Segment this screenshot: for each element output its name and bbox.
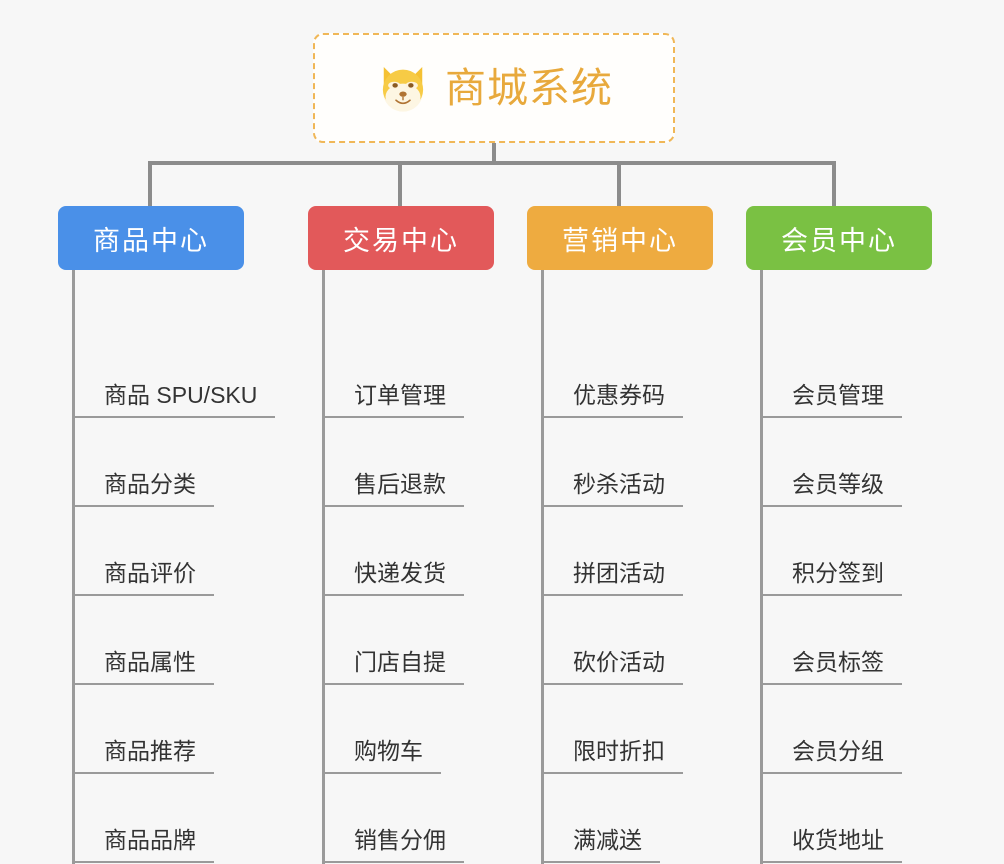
connector-root-stem bbox=[492, 143, 496, 165]
leaf-item[interactable]: 商品推荐 bbox=[72, 685, 214, 774]
branch-header-label: 商品中心 bbox=[93, 225, 209, 256]
leaf-item[interactable]: 商品分类 bbox=[72, 418, 214, 507]
leaf-item[interactable]: 收货地址 bbox=[760, 774, 902, 863]
leaf-item[interactable]: 积分签到 bbox=[760, 507, 902, 596]
branch-header-3[interactable]: 营销中心 bbox=[527, 206, 713, 270]
branch-header-label: 会员中心 bbox=[781, 225, 897, 256]
connector-drop-1 bbox=[148, 161, 152, 206]
leaf-item[interactable]: 售后退款 bbox=[322, 418, 464, 507]
leaf-item[interactable]: 销售分佣 bbox=[322, 774, 464, 863]
connector-drop-2 bbox=[398, 161, 402, 206]
mindmap-canvas: 商城系统 商品中心 商品 SPU/SKU 商品分类 商品评价 商品属性 商品推荐… bbox=[58, 33, 932, 864]
leaf-item[interactable]: 满减送 bbox=[541, 774, 660, 863]
leaf-item[interactable]: 商品属性 bbox=[72, 596, 214, 685]
connector-drop-3 bbox=[617, 161, 621, 206]
leaf-item[interactable]: 商品评价 bbox=[72, 507, 214, 596]
branch-header-label: 交易中心 bbox=[343, 225, 459, 256]
leaf-item[interactable]: 购物车 bbox=[322, 685, 441, 774]
leaf-item[interactable]: 商品 SPU/SKU bbox=[72, 329, 276, 418]
branch-column-4: 会员中心 会员管理 会员等级 积分签到 会员标签 会员分组 收货地址 bbox=[746, 206, 932, 864]
branch-header-1[interactable]: 商品中心 bbox=[58, 206, 244, 270]
leaf-item[interactable]: 会员管理 bbox=[760, 329, 902, 418]
branch-spine-2: 订单管理 售后退款 快递发货 门店自提 购物车 销售分佣 bbox=[322, 270, 494, 864]
leaf-item[interactable]: 优惠券码 bbox=[541, 329, 683, 418]
leaf-item[interactable]: 砍价活动 bbox=[541, 596, 683, 685]
leaf-item[interactable]: 会员分组 bbox=[760, 685, 902, 774]
leaf-item[interactable]: 拼团活动 bbox=[541, 507, 683, 596]
leaf-item[interactable]: 会员标签 bbox=[760, 596, 902, 685]
branch-spine-1: 商品 SPU/SKU 商品分类 商品评价 商品属性 商品推荐 商品品牌 bbox=[72, 270, 276, 864]
branch-spine-4: 会员管理 会员等级 积分签到 会员标签 会员分组 收货地址 bbox=[760, 270, 932, 864]
branch-spine-3: 优惠券码 秒杀活动 拼团活动 砍价活动 限时折扣 满减送 bbox=[541, 270, 713, 864]
branch-column-2: 交易中心 订单管理 售后退款 快递发货 门店自提 购物车 销售分佣 bbox=[308, 206, 494, 864]
branch-header-label: 营销中心 bbox=[562, 225, 678, 256]
root-title: 商城系统 bbox=[445, 64, 613, 111]
leaf-item[interactable]: 限时折扣 bbox=[541, 685, 683, 774]
branch-column-3: 营销中心 优惠券码 秒杀活动 拼团活动 砍价活动 限时折扣 满减送 bbox=[527, 206, 713, 864]
connector-drop-4 bbox=[832, 161, 836, 206]
branch-header-4[interactable]: 会员中心 bbox=[746, 206, 932, 270]
leaf-item[interactable]: 订单管理 bbox=[322, 329, 464, 418]
connector-horizontal-bus bbox=[148, 161, 836, 165]
leaf-item[interactable]: 门店自提 bbox=[322, 596, 464, 685]
branch-header-2[interactable]: 交易中心 bbox=[308, 206, 494, 270]
leaf-item[interactable]: 会员等级 bbox=[760, 418, 902, 507]
leaf-item[interactable]: 商品品牌 bbox=[72, 774, 214, 863]
leaf-item[interactable]: 秒杀活动 bbox=[541, 418, 683, 507]
shiba-dog-face-icon bbox=[375, 60, 431, 116]
branch-column-1: 商品中心 商品 SPU/SKU 商品分类 商品评价 商品属性 商品推荐 商品品牌 bbox=[58, 206, 276, 864]
leaf-item[interactable]: 快递发货 bbox=[322, 507, 464, 596]
root-node[interactable]: 商城系统 bbox=[313, 33, 675, 143]
